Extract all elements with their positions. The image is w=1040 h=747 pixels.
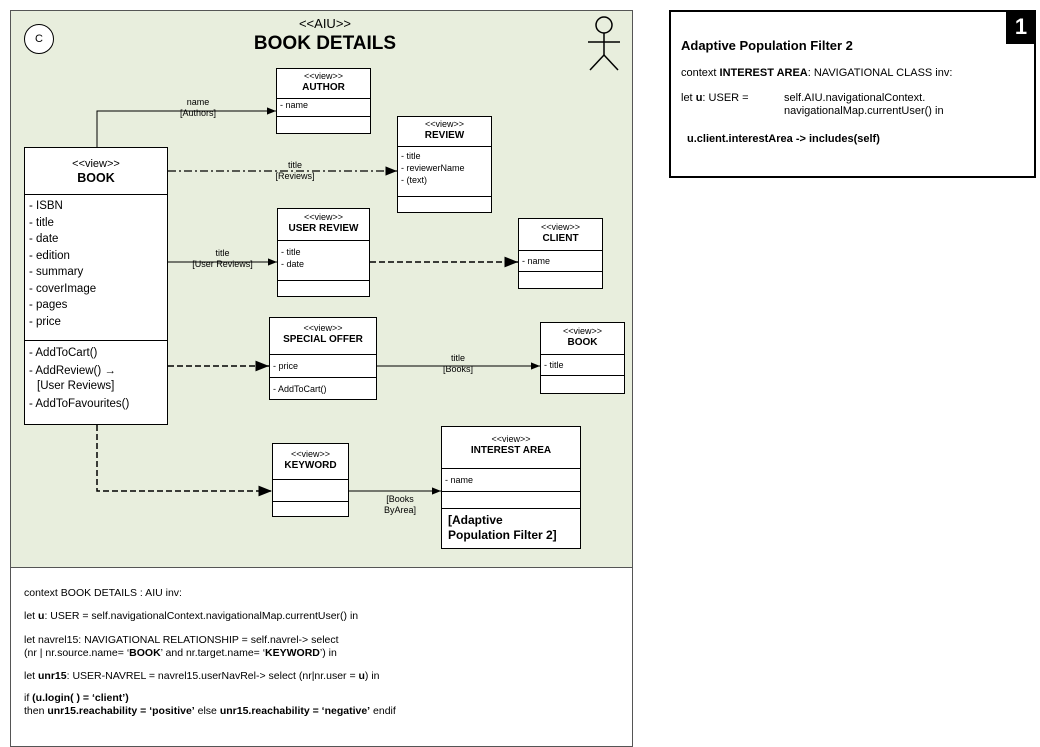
- filter-number-badge: 1: [1006, 10, 1036, 44]
- user-actor-icon: [588, 16, 620, 71]
- ocl-let-navrel: let navrel15: NAVIGATIONAL RELATIONSHIP …: [24, 634, 339, 646]
- op-add-review: - AddReview() →: [29, 365, 116, 377]
- class-user-review[interactable]: <<view>> USER REVIEW - title - date: [277, 208, 370, 297]
- ocl-let-unr: let unr15: USER-NAVREL = navrel15.userNa…: [24, 670, 380, 682]
- filter-reference: [Adaptive Population Filter 2]: [448, 513, 557, 542]
- ocl-if: if (u.login( ) = ‘client’): [24, 692, 129, 704]
- class-review[interactable]: <<view>> REVIEW - title - reviewerName -…: [397, 116, 492, 213]
- edge-label-authors: name[Authors]: [179, 97, 217, 118]
- ocl-select-navrel: (nr | nr.source.name= ‘BOOK’ and nr.targ…: [24, 647, 337, 659]
- aiu-title: BOOK DETAILS: [253, 33, 397, 54]
- ocl-then-else: then unr15.reachability = ‘positive’ els…: [24, 705, 396, 717]
- ocl-constraint-panel: [10, 567, 633, 747]
- filter-let-user-value: self.AIU.navigationalContext. navigation…: [784, 92, 944, 117]
- class-client[interactable]: <<view>> CLIENT - name: [518, 218, 603, 289]
- edge-book-keyword: [96, 425, 272, 497]
- ocl-let-user: let u: USER = self.navigationalContext.n…: [24, 610, 359, 622]
- ocl-context: context BOOK DETAILS : AIU inv:: [24, 587, 182, 599]
- filter-box: 1 Adaptive Population Filter 2 context I…: [669, 10, 1036, 178]
- edge-label-books: title[Books]: [442, 353, 473, 374]
- op-add-to-favourites: - AddToFavourites(): [29, 398, 130, 410]
- aiu-badge-label: C: [35, 33, 43, 45]
- filter-title: Adaptive Population Filter 2: [681, 38, 853, 53]
- class-author[interactable]: <<view>> AUTHOR - name: [276, 68, 371, 134]
- aiu-badge: C: [24, 24, 54, 54]
- op-add-to-cart: - AddToCart(): [29, 347, 98, 359]
- filter-context: context INTEREST AREA: NAVIGATIONAL CLAS…: [681, 67, 953, 79]
- class-special-offer[interactable]: <<view>> SPECIAL OFFER - price - AddToCa…: [269, 317, 377, 400]
- class-interest-area[interactable]: <<view>> INTEREST AREA - name [Adaptive …: [441, 426, 581, 549]
- class-book[interactable]: <<view>> BOOK - ISBN - title - date - ed…: [24, 147, 168, 425]
- class-book-target[interactable]: <<view>> BOOK - title: [540, 322, 625, 394]
- filter-let-user: let u: USER =: [681, 92, 749, 104]
- diagram-connectors: [96, 107, 540, 497]
- class-keyword[interactable]: <<view>> KEYWORD: [272, 443, 349, 517]
- op-special-offer-add-to-cart: - AddToCart(): [273, 384, 327, 394]
- edge-label-reviews: title[Reviews]: [275, 160, 315, 181]
- aiu-stereotype: <<AIU>>: [298, 16, 352, 31]
- edge-label-user-reviews: title[User Reviews]: [192, 248, 253, 269]
- edge-book-author: [96, 107, 276, 147]
- filter-expression: u.client.interestArea -> includes(self): [687, 133, 880, 145]
